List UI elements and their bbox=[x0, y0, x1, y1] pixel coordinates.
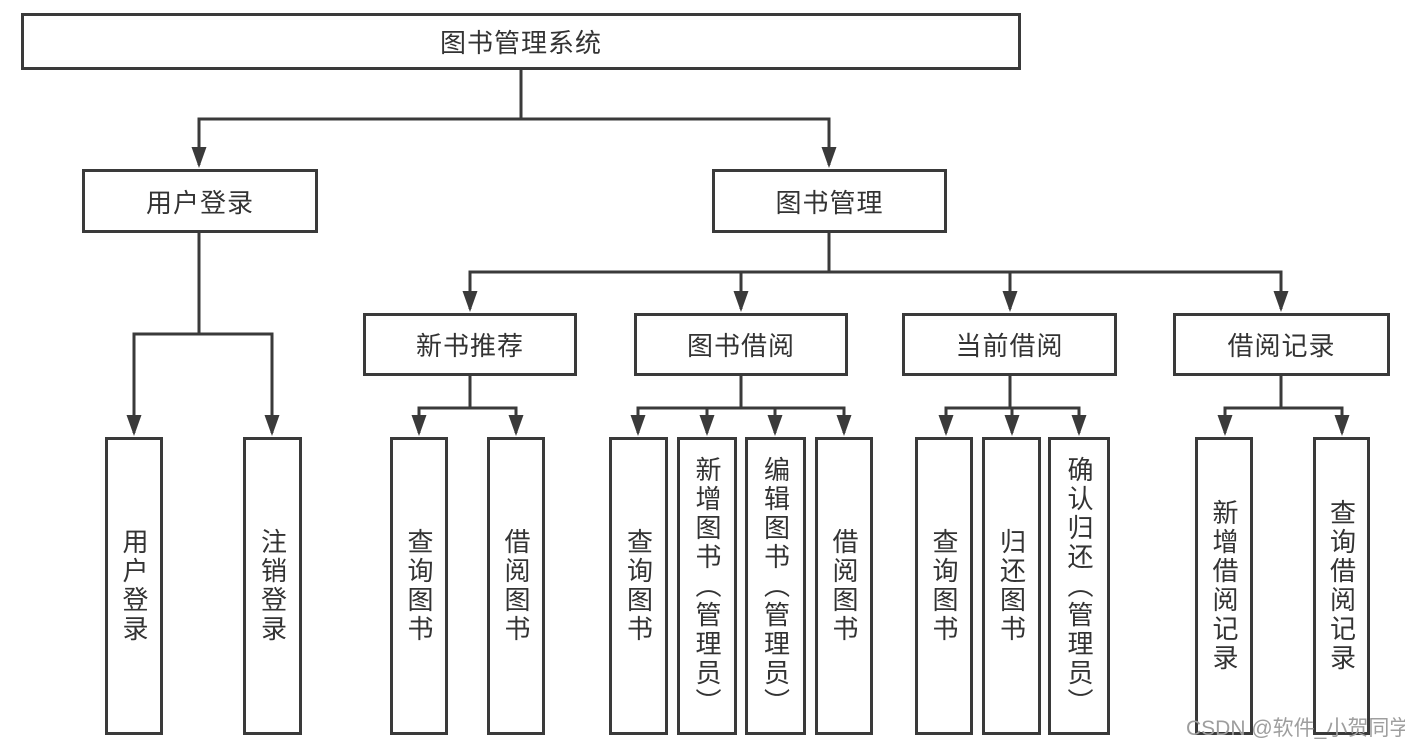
leaf-label: 借阅图书 bbox=[829, 528, 859, 644]
leaf-label: 查询图书 bbox=[623, 528, 654, 644]
leaf-add-book-admin: 新增图书（管理员） bbox=[677, 437, 737, 735]
leaf-query-books-borrow: 查询图书 bbox=[609, 437, 668, 735]
leaf-query-borrow-record: 查询借阅记录 bbox=[1313, 437, 1370, 735]
node-label: 图书管理系统 bbox=[439, 28, 602, 58]
leaf-return-books: 归还图书 bbox=[982, 437, 1041, 735]
node-library-management-system: 图书管理系统 bbox=[21, 13, 1021, 70]
node-book-borrow: 图书借阅 bbox=[634, 313, 848, 376]
leaf-label: 新增借阅记录 bbox=[1209, 499, 1239, 673]
leaf-add-borrow-record: 新增借阅记录 bbox=[1195, 437, 1253, 735]
leaf-label: 归还图书 bbox=[996, 528, 1027, 644]
leaf-label: 确认归还（管理员） bbox=[1064, 455, 1094, 717]
leaf-label: 编辑图书（管理员） bbox=[760, 455, 791, 717]
node-borrow-records: 借阅记录 bbox=[1173, 313, 1390, 376]
leaf-confirm-return-admin: 确认归还（管理员） bbox=[1048, 437, 1110, 735]
leaf-label: 借阅图书 bbox=[501, 528, 531, 644]
node-label: 用户登录 bbox=[145, 187, 254, 218]
leaf-query-books-recommend: 查询图书 bbox=[390, 437, 448, 735]
csdn-watermark: CSDN @软件_小贺同学 bbox=[1186, 717, 1405, 740]
leaf-label: 查询图书 bbox=[404, 528, 434, 644]
leaf-label: 查询图书 bbox=[929, 528, 959, 644]
leaf-label: 新增图书（管理员） bbox=[692, 455, 722, 717]
leaf-label: 注销登录 bbox=[257, 528, 288, 644]
node-label: 图书借阅 bbox=[686, 331, 795, 361]
node-label: 当前借阅 bbox=[955, 331, 1064, 361]
node-label: 图书管理 bbox=[775, 187, 884, 218]
node-label: 新书推荐 bbox=[415, 331, 524, 361]
leaf-edit-book-admin: 编辑图书（管理员） bbox=[745, 437, 806, 735]
leaf-logout: 注销登录 bbox=[243, 437, 302, 735]
node-label: 借阅记录 bbox=[1227, 331, 1336, 361]
node-new-book-recommend: 新书推荐 bbox=[363, 313, 577, 376]
leaf-borrow-books-recommend: 借阅图书 bbox=[487, 437, 545, 735]
node-user-login: 用户登录 bbox=[82, 169, 318, 233]
leaf-query-books-current: 查询图书 bbox=[915, 437, 973, 735]
node-current-borrow: 当前借阅 bbox=[902, 313, 1117, 376]
leaf-label: 用户登录 bbox=[119, 528, 149, 644]
leaf-label: 查询借阅记录 bbox=[1326, 499, 1357, 673]
node-book-management: 图书管理 bbox=[712, 169, 947, 233]
leaf-user-login: 用户登录 bbox=[105, 437, 163, 735]
leaf-borrow-books: 借阅图书 bbox=[815, 437, 873, 735]
